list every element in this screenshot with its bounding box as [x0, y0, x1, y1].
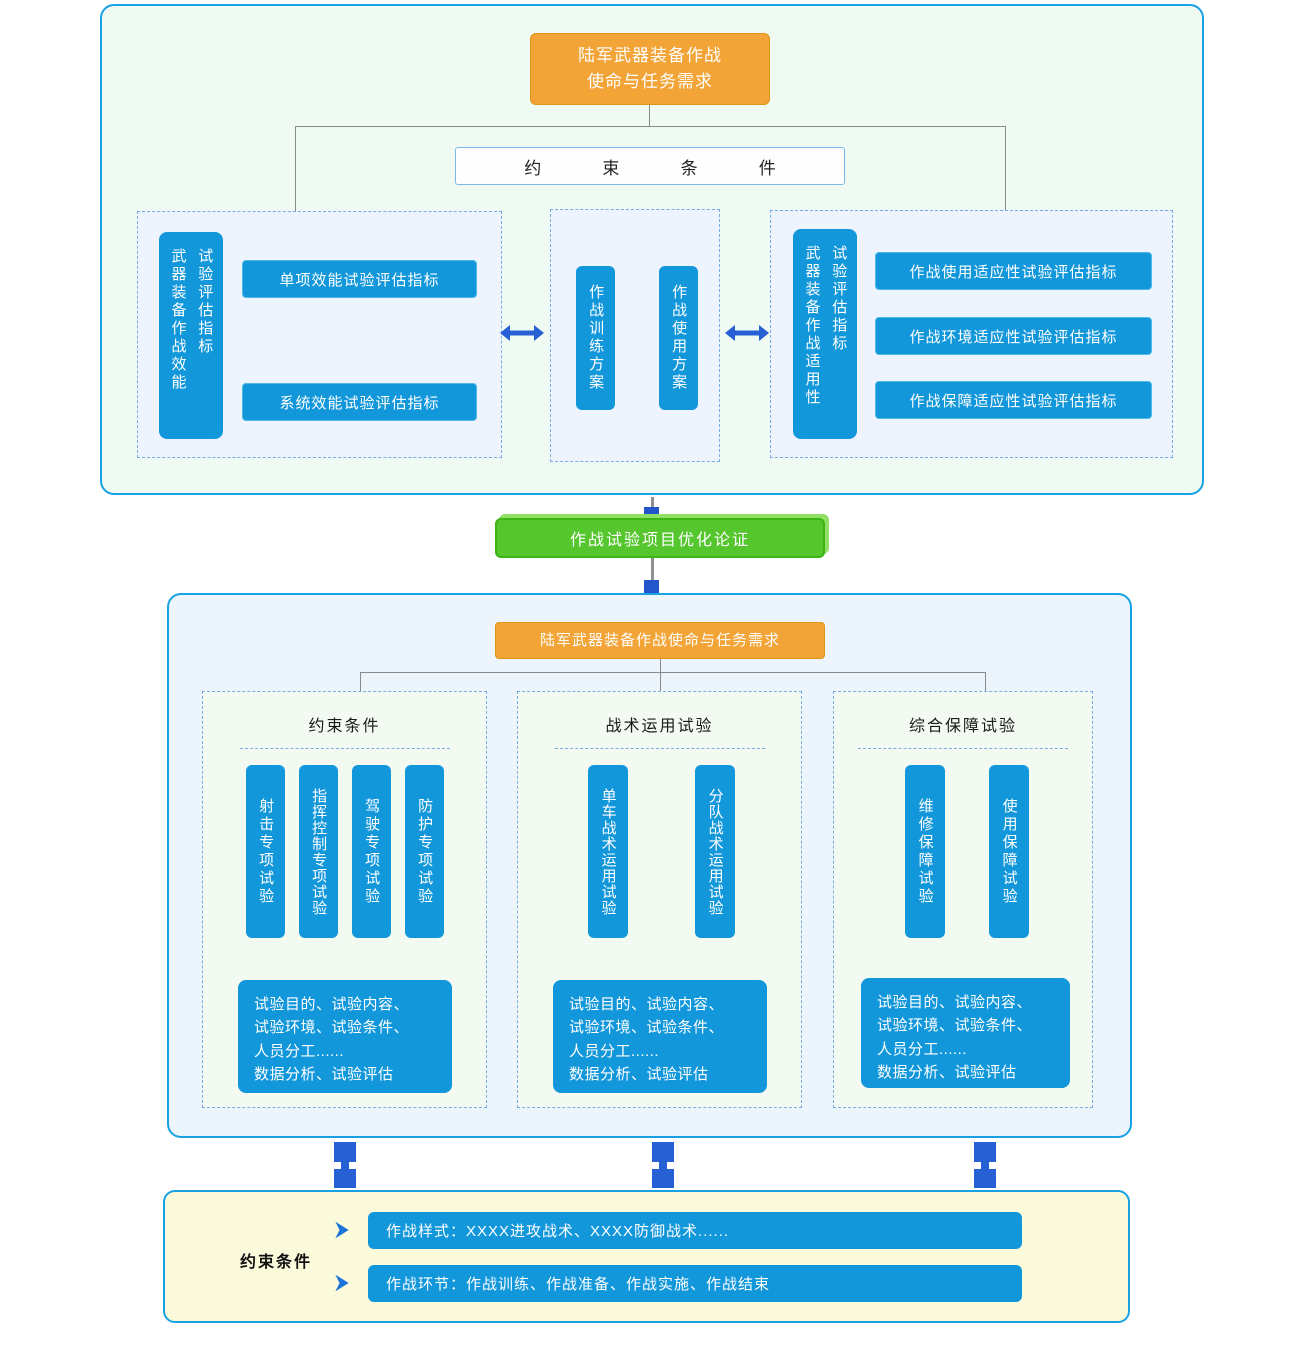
usage-support-pill: 使用保障试验 [989, 765, 1029, 938]
protection-test-pill: 防护专项试验 [405, 765, 444, 938]
connector-node [644, 507, 659, 521]
chevron-right-icon [332, 1273, 352, 1293]
maintenance-support-pill: 维修保障试验 [905, 765, 945, 938]
detail-line: 人员分工...... [254, 1042, 345, 1060]
connector-node [974, 1142, 996, 1162]
connector-line [360, 672, 986, 673]
combat-style-bar: 作战样式：XXXX进攻战术、XXXX防御战术...... [368, 1212, 1022, 1249]
driving-test-pill: 驾驶专项试验 [352, 765, 391, 938]
connector-line [651, 558, 654, 593]
unit-tactical-pill: 分队战术运用试验 [695, 765, 735, 938]
column3-header: 综合保障试验 [908, 718, 1017, 735]
connector-node [334, 1169, 356, 1188]
connector-line [295, 126, 296, 212]
maintenance-support-label: 维修保障试验 [916, 797, 934, 906]
system-effectiveness-indicator-bar: 系统效能试验评估指标 [242, 383, 477, 421]
single-effectiveness-indicator-bar: 单项效能试验评估指标 [242, 260, 477, 298]
detail-line: 数据分析、试验评估 [877, 1063, 1017, 1081]
connector-line [295, 126, 1006, 127]
effectiveness-side-label: 武器装备作战效能 试验评估指标 [159, 232, 223, 439]
detail-line: 人员分工...... [569, 1042, 660, 1060]
single-vehicle-tactical-label: 单车战术运用试验 [599, 787, 617, 916]
mission-requirements-label-2: 陆军武器装备作战使命与任务需求 [539, 631, 780, 649]
connector-node [652, 1142, 674, 1162]
chevron-right-icon [332, 1220, 352, 1240]
usage-suitability-indicator-bar: 作战使用适应性试验评估指标 [875, 252, 1152, 290]
connector-line [660, 659, 661, 673]
connector-node [974, 1169, 996, 1188]
detail-line: 人员分工...... [877, 1040, 968, 1058]
connector-line [985, 672, 986, 691]
mission-requirements-box-2: 陆军武器装备作战使命与任务需求 [495, 622, 825, 659]
protection-test-label: 防护专项试验 [416, 797, 434, 906]
constraint-conditions-label: 约束条件 [524, 158, 837, 178]
connector-node [659, 1162, 667, 1169]
detail-line: 试验目的、试验内容、 [254, 996, 410, 1013]
usage-support-label: 使用保障试验 [1000, 797, 1018, 906]
connector-line [360, 672, 361, 691]
support-suitability-indicator-bar: 作战保障适应性试验评估指标 [875, 381, 1152, 419]
shooting-test-label: 射击专项试验 [257, 797, 275, 906]
column1-header: 约束条件 [308, 718, 381, 735]
optimization-demonstration-box: 作战试验项目优化论证 [495, 518, 825, 558]
connector-node [644, 580, 659, 594]
bottom-constraint-label: 约束条件 [240, 1254, 313, 1271]
constraint-conditions-box: 约束条件 [455, 147, 845, 185]
connector-line [660, 672, 661, 691]
usage-scheme-pill: 作战使用方案 [659, 266, 698, 410]
connector-node [652, 1169, 674, 1188]
command-control-test-label: 指挥控制专项试验 [310, 787, 328, 916]
double-arrow-icon [724, 324, 770, 342]
training-scheme-pill: 作战训练方案 [576, 266, 615, 410]
command-control-test-pill: 指挥控制专项试验 [299, 765, 338, 938]
effectiveness-side-label-line2: 试验评估指标 [196, 248, 214, 356]
connector-line [1005, 126, 1006, 212]
environment-suitability-indicator-bar: 作战环境适应性试验评估指标 [875, 317, 1152, 355]
detail-line: 数据分析、试验评估 [254, 1065, 394, 1083]
column2-detail-block: 试验目的、试验内容、 试验环境、试验条件、 人员分工...... 数据分析、试验… [553, 980, 767, 1093]
effectiveness-side-label-line1: 武器装备作战效能 [169, 248, 187, 392]
header-underline [858, 748, 1068, 749]
header-underline [555, 748, 765, 749]
shooting-test-pill: 射击专项试验 [246, 765, 285, 938]
header-underline [240, 748, 450, 749]
detail-line: 试验目的、试验内容、 [569, 996, 725, 1013]
usage-scheme-label: 作战使用方案 [670, 284, 688, 392]
column2-header: 战术运用试验 [605, 718, 714, 735]
suitability-side-label-line1: 武器装备作战适用性 [803, 245, 821, 407]
detail-line: 试验环境、试验条件、 [877, 1017, 1033, 1035]
connector-line [649, 105, 650, 127]
column1-detail-block: 试验目的、试验内容、 试验环境、试验条件、 人员分工...... 数据分析、试验… [238, 980, 452, 1093]
double-arrow-icon [499, 324, 545, 342]
combat-phase-bar: 作战环节：作战训练、作战准备、作战实施、作战结束 [368, 1265, 1022, 1302]
suitability-side-label-line2: 试验评估指标 [830, 245, 848, 353]
connector-node [341, 1162, 349, 1169]
column3-detail-block: 试验目的、试验内容、 试验环境、试验条件、 人员分工...... 数据分析、试验… [861, 978, 1070, 1088]
mission-line-1: 陆军武器装备作战 [578, 45, 722, 65]
detail-line: 试验环境、试验条件、 [569, 1019, 725, 1037]
connector-node [981, 1162, 989, 1169]
unit-tactical-label: 分队战术运用试验 [706, 787, 724, 916]
detail-line: 数据分析、试验评估 [569, 1065, 709, 1083]
driving-test-label: 驾驶专项试验 [363, 797, 381, 906]
mission-line-2: 使命与任务需求 [587, 72, 713, 91]
suitability-side-label: 武器装备作战适用性 试验评估指标 [793, 229, 857, 439]
connector-node [334, 1142, 356, 1162]
detail-line: 试验环境、试验条件、 [254, 1019, 410, 1037]
mission-requirements-box: 陆军武器装备作战 使命与任务需求 [530, 33, 770, 105]
training-scheme-label: 作战训练方案 [587, 284, 605, 392]
detail-line: 试验目的、试验内容、 [877, 994, 1033, 1011]
optimization-demonstration-label: 作战试验项目优化论证 [569, 532, 750, 549]
single-vehicle-tactical-pill: 单车战术运用试验 [588, 765, 628, 938]
